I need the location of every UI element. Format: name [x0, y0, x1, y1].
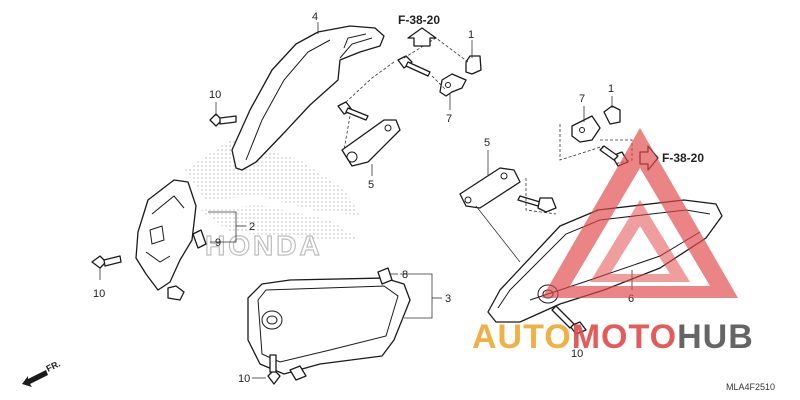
callout-7-right[interactable]: 7: [579, 93, 585, 105]
part-4-upper-cover[interactable]: [231, 25, 385, 171]
part-7-bracket-top[interactable]: [439, 73, 467, 97]
part-10-screw-left[interactable]: [91, 255, 122, 269]
front-arrow-icon: [22, 370, 48, 387]
part-10-screw-bottom[interactable]: [267, 354, 281, 385]
part-1-clip-top[interactable]: [465, 55, 482, 75]
part-8-grommet[interactable]: [377, 267, 393, 285]
honda-logo-text: HONDA: [205, 230, 323, 261]
part-10-screw-right[interactable]: [551, 305, 587, 335]
honda-wing-watermark: HONDA: [185, 140, 360, 262]
callout-10-b[interactable]: 10: [93, 288, 105, 300]
callout-10-c[interactable]: 10: [238, 373, 250, 385]
part-5-bracket-left[interactable]: [341, 119, 401, 167]
callouts: 4 1 7 10 5 2 9 10 8 3 10 7 1 5 6 10: [93, 11, 634, 385]
callout-10-d[interactable]: 10: [571, 348, 583, 360]
bolt-right-lower[interactable]: [517, 195, 557, 213]
callout-4[interactable]: 4: [312, 11, 318, 23]
ref-arrow-top: [407, 27, 437, 47]
part-7-bracket-right[interactable]: [571, 115, 601, 143]
watermark-part-auto: AUTO: [472, 318, 572, 356]
callout-5-b[interactable]: 5: [484, 137, 490, 149]
callout-3[interactable]: 3: [445, 293, 451, 305]
ref-label-top[interactable]: F-38-20: [398, 13, 440, 27]
callout-8[interactable]: 8: [402, 269, 408, 281]
watermark-text: AUTOMOTOHUB: [472, 318, 754, 356]
part-10-screw-top-left[interactable]: [209, 113, 237, 127]
callout-9[interactable]: 9: [215, 237, 221, 249]
bolt-middle[interactable]: [337, 101, 369, 121]
callout-2[interactable]: 2: [249, 221, 255, 233]
callout-1-right[interactable]: 1: [608, 83, 614, 95]
watermark-part-moto: MOTO: [572, 318, 677, 356]
watermark-triangle-logo: [542, 128, 738, 298]
callout-7-top[interactable]: 7: [446, 113, 452, 125]
bolt-top[interactable]: [397, 55, 431, 77]
part-2-front-cowl[interactable]: [135, 179, 197, 301]
callout-5-a[interactable]: 5: [368, 179, 374, 191]
callout-6[interactable]: 6: [628, 293, 634, 305]
callout-10-a[interactable]: 10: [209, 89, 221, 101]
part-5-bracket-right[interactable]: [459, 167, 521, 209]
part-1-clip-right[interactable]: [603, 105, 621, 125]
part-9-grommet[interactable]: [192, 229, 207, 249]
automotohub-watermark: AUTOMOTOHUB: [472, 128, 754, 356]
part-3-side-cover[interactable]: [247, 277, 411, 381]
callout-1-top[interactable]: 1: [468, 29, 474, 41]
ref-label-right[interactable]: F-38-20: [662, 151, 704, 165]
watermark-part-hub: HUB: [677, 318, 754, 356]
front-label: FR.: [44, 358, 61, 373]
diagram-code: MLA4F2510: [726, 382, 775, 392]
leader-lines: [99, 22, 633, 379]
